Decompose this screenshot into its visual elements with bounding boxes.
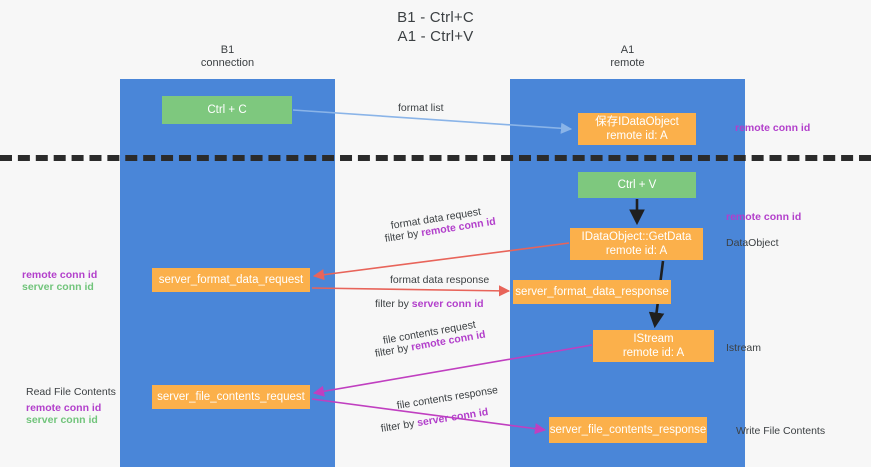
node-ctrl-v[interactable]: Ctrl + V <box>578 172 696 198</box>
node-server-file-contents-request-label: server_file_contents_request <box>157 391 305 403</box>
annotation-remote-conn-id-top: remote conn id <box>735 122 811 134</box>
node-server-file-contents-response-label: server_file_contents_response <box>549 424 707 436</box>
filter-prefix: filter by <box>375 298 412 310</box>
filter-key-server-conn-id: server conn id <box>411 298 484 310</box>
title-line-2: A1 - Ctrl+V <box>397 28 474 45</box>
column-header-right-role: remote <box>610 57 645 69</box>
node-idataobject-getdata[interactable]: IDataObject::GetData remote id: A <box>570 228 703 260</box>
node-ctrl-v-label: Ctrl + V <box>617 179 657 191</box>
node-server-format-data-response-label: server_format_data_response <box>515 286 669 298</box>
column-header-left: B1 connection <box>120 44 335 70</box>
annotation-dataobject: DataObject <box>726 237 779 249</box>
annotation-left-server-conn-id-1: server conn id <box>22 281 94 293</box>
edge-label-format-data-response: format data response <box>390 274 490 286</box>
annotation-left-server-conn-id-2: server conn id <box>26 414 98 426</box>
edge-label-format-list: format list <box>398 102 444 114</box>
filter-key-server-conn-id: server conn id <box>416 406 490 430</box>
edge-label-file-contents-response-filter: filter by server conn id <box>380 406 489 436</box>
node-istream-remote-id: remote id: A <box>622 347 685 359</box>
title-line-1: B1 - Ctrl+C <box>397 9 474 26</box>
node-ctrl-c-label: Ctrl + C <box>207 104 247 116</box>
filter-prefix: filter by <box>384 227 423 245</box>
filter-prefix: filter by <box>380 417 419 435</box>
annotation-istream: Istream <box>726 342 762 354</box>
node-save-idataobject-remote-id: remote id: A <box>606 130 668 142</box>
node-save-idataobject[interactable]: 保存IDataObject remote id: A <box>578 113 696 145</box>
node-istream-label: IStream <box>633 333 674 345</box>
node-idataobject-getdata-label: IDataObject::GetData <box>581 231 692 243</box>
column-header-right: A1 remote <box>510 44 745 70</box>
arrow-format-data-response <box>311 285 511 297</box>
node-ctrl-c[interactable]: Ctrl + C <box>162 96 292 124</box>
annotation-read-file-contents: Read File Contents <box>26 386 116 398</box>
edge-label-format-data-response-filter: filter by server conn id <box>375 298 484 311</box>
node-server-file-contents-request[interactable]: server_file_contents_request <box>152 385 310 409</box>
annotation-remote-conn-id-mid: remote conn id <box>726 211 802 223</box>
node-server-format-data-response[interactable]: server_format_data_response <box>513 280 671 304</box>
node-server-file-contents-response[interactable]: server_file_contents_response <box>549 417 707 443</box>
node-istream[interactable]: IStream remote id: A <box>593 330 714 362</box>
node-server-format-data-request-label: server_format_data_request <box>158 274 304 286</box>
filter-prefix: filter by <box>374 341 413 360</box>
node-idataobject-getdata-remote-id: remote id: A <box>605 245 668 257</box>
annotation-write-file-contents: Write File Contents <box>736 425 826 437</box>
column-header-left-role: connection <box>200 57 255 69</box>
column-header-right-name: A1 <box>620 44 635 56</box>
diagram-title: B1 - Ctrl+C A1 - Ctrl+V <box>0 8 871 46</box>
column-header-left-name: B1 <box>220 44 235 56</box>
node-save-idataobject-label: 保存IDataObject <box>595 116 679 128</box>
annotation-left-remote-conn-id-1: remote conn id <box>22 269 98 281</box>
annotation-left-remote-conn-id-2: remote conn id <box>26 402 102 414</box>
node-server-format-data-request[interactable]: server_format_data_request <box>152 268 310 292</box>
phase-separator-dashed-line <box>0 155 871 161</box>
